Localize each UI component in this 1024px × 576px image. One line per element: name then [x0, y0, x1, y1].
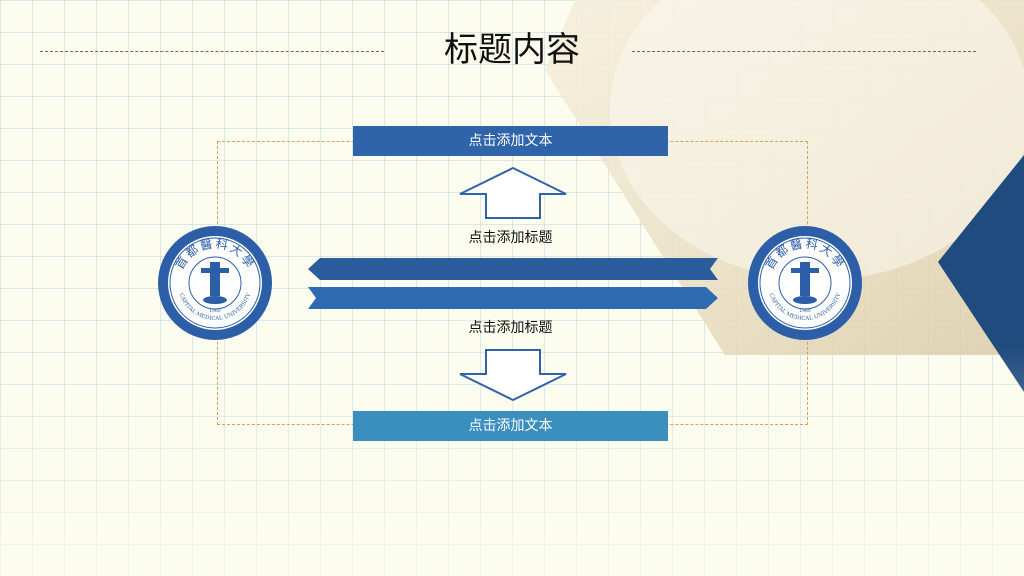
- top-text-box[interactable]: 点击添加文本: [353, 126, 668, 156]
- university-seal-left: 首都醫科大學 CAPITAL MEDICAL UNIVERSITY 1960: [158, 226, 272, 340]
- university-seal-right: 首都醫科大學 CAPITAL MEDICAL UNIVERSITY 1960: [748, 226, 862, 340]
- bottom-text-box-label: 点击添加文本: [468, 418, 553, 434]
- title-divider-left: [40, 51, 384, 52]
- bottom-text-box[interactable]: 点击添加文本: [353, 411, 668, 441]
- upper-title-label[interactable]: 点击添加标题: [468, 230, 553, 246]
- top-text-box-label: 点击添加文本: [468, 133, 553, 149]
- left-ribbon: [308, 258, 718, 280]
- lower-title-label[interactable]: 点击添加标题: [468, 320, 553, 336]
- page-title: 标题内容: [444, 30, 580, 70]
- svg-text:1960: 1960: [799, 308, 811, 314]
- down-arrow-icon: [459, 349, 567, 402]
- up-arrow-icon: [459, 166, 567, 219]
- title-divider-right: [632, 51, 976, 52]
- svg-text:1960: 1960: [209, 308, 221, 314]
- right-ribbon: [308, 287, 718, 309]
- seal-logo-icon: 首都醫科大學 CAPITAL MEDICAL UNIVERSITY 1960: [748, 226, 862, 340]
- seal-logo-icon: 首都醫科大學 CAPITAL MEDICAL UNIVERSITY 1960: [158, 226, 272, 340]
